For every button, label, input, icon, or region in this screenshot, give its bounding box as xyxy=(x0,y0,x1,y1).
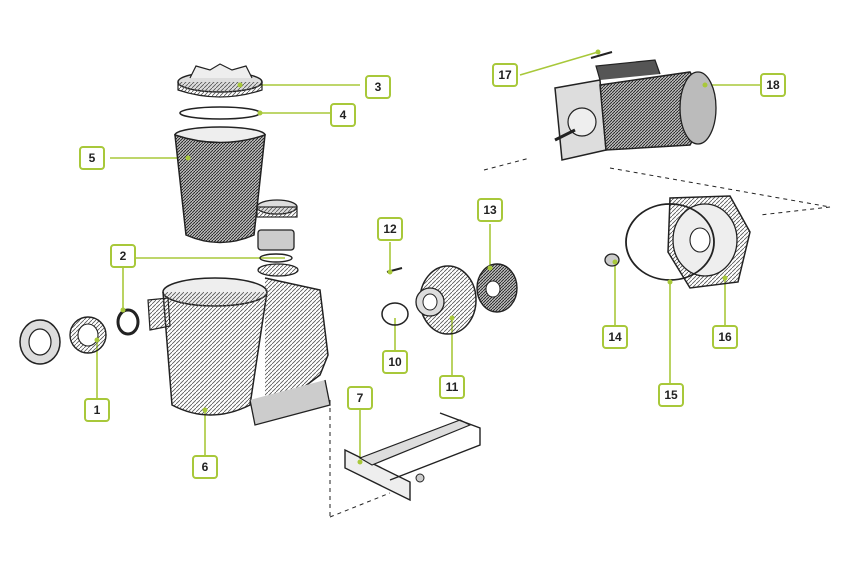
lid-o-ring-drawing xyxy=(179,106,263,120)
union-nut-drawing xyxy=(19,307,140,365)
diffuser-drawing xyxy=(415,265,477,335)
impeller-drawing xyxy=(476,263,518,313)
callout-11: 11 xyxy=(439,375,465,399)
callout-17: 17 xyxy=(492,63,518,87)
diffuser-screw-drawing xyxy=(386,267,403,275)
seal-plate-drawing xyxy=(625,195,751,289)
shaft-seal-drawing xyxy=(604,253,620,267)
strainer-basket-drawing xyxy=(174,126,266,244)
callout-4: 4 xyxy=(330,103,356,127)
callout-13: 13 xyxy=(477,198,503,222)
callout-1: 1 xyxy=(84,398,110,422)
callout-18: 18 xyxy=(760,73,786,97)
motor-drawing xyxy=(554,49,717,161)
diffuser-o-ring-drawing xyxy=(381,302,409,326)
threaded-fittings xyxy=(256,199,299,277)
callout-12: 12 xyxy=(377,217,403,241)
callout-10: 10 xyxy=(382,350,408,374)
bracket-drawing xyxy=(344,412,481,502)
callout-7: 7 xyxy=(347,386,373,410)
pump-housing-drawing xyxy=(147,277,331,426)
callout-16: 16 xyxy=(712,325,738,349)
guide-lines xyxy=(329,157,831,518)
lid-drawing xyxy=(177,63,263,98)
callout-15: 15 xyxy=(658,383,684,407)
callout-5: 5 xyxy=(79,146,105,170)
callout-6: 6 xyxy=(192,455,218,479)
callout-2: 2 xyxy=(110,244,136,268)
callout-3: 3 xyxy=(365,75,391,99)
callout-14: 14 xyxy=(602,325,628,349)
